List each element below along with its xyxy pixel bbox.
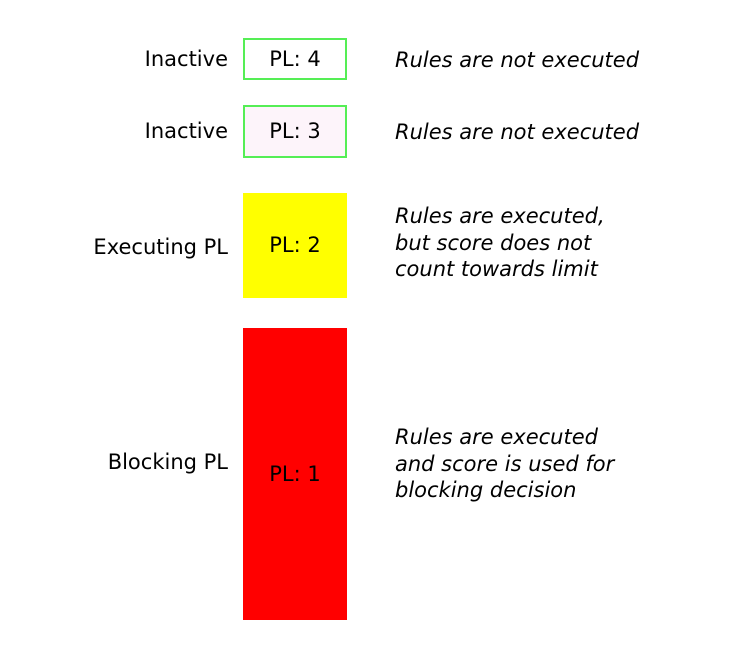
- diagram-row-pl4: Inactive PL: 4 Rules are not executed: [0, 0, 743, 100]
- description-line: and score is used for: [395, 451, 615, 476]
- status-label-pl4: Inactive: [144, 47, 228, 71]
- status-label-pl2: Executing PL: [93, 235, 228, 259]
- description-line: but score does not: [395, 230, 592, 255]
- pl-box-pl3: PL: 3: [243, 105, 347, 158]
- pl-box-pl1: PL: 1: [243, 328, 347, 620]
- pl-box-label-pl4: PL: 4: [269, 46, 321, 71]
- description-line: Rules are not executed: [395, 120, 640, 144]
- pl-box-label-pl3: PL: 3: [269, 119, 321, 143]
- diagram-row-pl1: Blocking PL PL: 1 Rules are executed and…: [0, 0, 743, 620]
- diagram-row-pl2: Executing PL PL: 2 Rules are executed, b…: [0, 0, 743, 298]
- description-line: count towards limit: [395, 257, 598, 282]
- status-label-pl1: Blocking PL: [107, 450, 228, 474]
- status-label-pl3: Inactive: [144, 119, 228, 143]
- description-line: blocking decision: [395, 478, 577, 503]
- pl-box-label-pl1: PL: 1: [269, 461, 321, 486]
- description-pl4: Rules are not executed: [395, 47, 735, 74]
- diagram-row-pl3: Inactive PL: 3 Rules are not executed: [0, 0, 743, 158]
- description-line: Rules are executed: [395, 425, 598, 449]
- description-pl2: Rules are executed, but score does not c…: [395, 203, 735, 283]
- description-pl3: Rules are not executed: [395, 119, 735, 146]
- description-pl1: Rules are executed and score is used for…: [395, 424, 735, 504]
- description-line: Rules are not executed: [395, 48, 640, 72]
- description-line: Rules are executed,: [395, 204, 605, 228]
- pl-box-label-pl2: PL: 2: [269, 233, 321, 257]
- pl-box-pl2: PL: 2: [243, 193, 347, 298]
- pl-box-pl4: PL: 4: [243, 38, 347, 80]
